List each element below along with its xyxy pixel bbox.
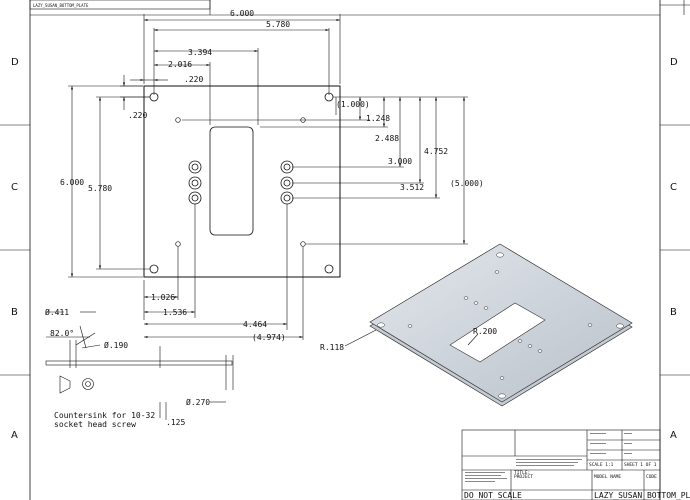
dim-220-left: .220 [128,111,147,120]
zone-left-d: D [11,57,19,68]
side-view-texts: Ø.411 82.0° Ø.190 Ø.270 .125 Countersink… [45,307,210,429]
dim-1-536: 1.536 [163,308,187,317]
dim-6-000-top: 6.000 [230,9,254,18]
zone-right-c: C [670,182,677,193]
plate-outline [143,85,341,278]
dim-r200: R.200 [473,327,497,336]
zone-right-d: D [670,57,678,68]
zone-left-c: C [11,182,18,193]
fine-print [465,433,632,482]
dim-4-974: (4.974) [252,333,286,342]
dim-6-000-left: 6.000 [60,178,84,187]
dim-r118: R.118 [320,343,344,352]
inner-hole-br [300,241,306,247]
dim-4-752: 4.752 [424,147,448,156]
top-tab: LAZY_SUSAN_BOTTOM_PLATE [29,0,211,10]
dim-1-248: 1.248 [366,114,390,123]
center-slot [209,126,254,236]
dim-220-top: .220 [184,75,203,84]
title-label: TITLE: [514,470,530,476]
model-name-label: MODEL NAME [594,474,621,480]
code-label: CODE [646,474,657,480]
corner-hole-br [324,264,334,274]
isometric-view: R.118 R.200 [320,243,633,407]
countersink-note-line1: Countersink for 10-32 [54,411,155,420]
dim-5-780-left: 5.780 [88,184,112,193]
dimension-texts: 6.000 5.780 3.394 2.016 .220 .220 (1.000… [60,9,484,342]
top-tab-label: LAZY_SUSAN_BOTTOM_PLATE [33,3,89,8]
dim-3-000: 3.000 [388,157,412,166]
dim-125: .125 [166,418,185,427]
inner-hole-tl [175,117,181,123]
dim-dia270: Ø.270 [186,397,210,407]
dim-dia411: Ø.411 [45,307,69,317]
iso-slot [449,302,546,363]
countersunk-holes [188,160,294,205]
zone-left-a: A [11,430,18,441]
dimension-lines [68,14,468,340]
do-not-scale: DO NOT SCALE [464,491,522,500]
dim-dia190: Ø.190 [104,340,128,350]
dim-3-394: 3.394 [188,48,212,57]
inner-hole-bl [175,241,181,247]
corner-hole-bl [149,264,159,274]
zone-labels: D C B A D C B A [11,57,678,441]
dim-5-000: (5.000) [450,179,484,188]
title-sheet: SHEET 1 OF 1 [624,462,657,468]
plate-front-view [143,85,341,278]
dim-1-000: (1.000) [336,100,370,109]
project-label: PROJECT [514,474,533,480]
dim-1-026: 1.026 [151,293,175,302]
dim-2-016: 2.016 [168,60,192,69]
zone-left-b: B [11,307,18,318]
dim-4-464: 4.464 [243,320,267,329]
title-block: SCALE 1:1 SHEET 1 OF 1 TITLE: PROJECT MO… [461,429,690,500]
countersink-note-line2: socket head screw [54,420,136,429]
model-name: LAZY_SUSAN_BOTTOM_PLA [594,491,690,500]
dim-3-512: 3.512 [400,183,424,192]
zone-right-a: A [670,430,677,441]
dim-2-488: 2.488 [375,134,399,143]
side-view [45,311,234,420]
title-scale: SCALE 1:1 [589,462,614,468]
zone-right-b: B [670,307,677,318]
dim-angle: 82.0° [50,329,74,338]
dim-5-780-top: 5.780 [266,20,290,29]
side-plate [45,360,233,366]
iso-holes [377,252,624,399]
